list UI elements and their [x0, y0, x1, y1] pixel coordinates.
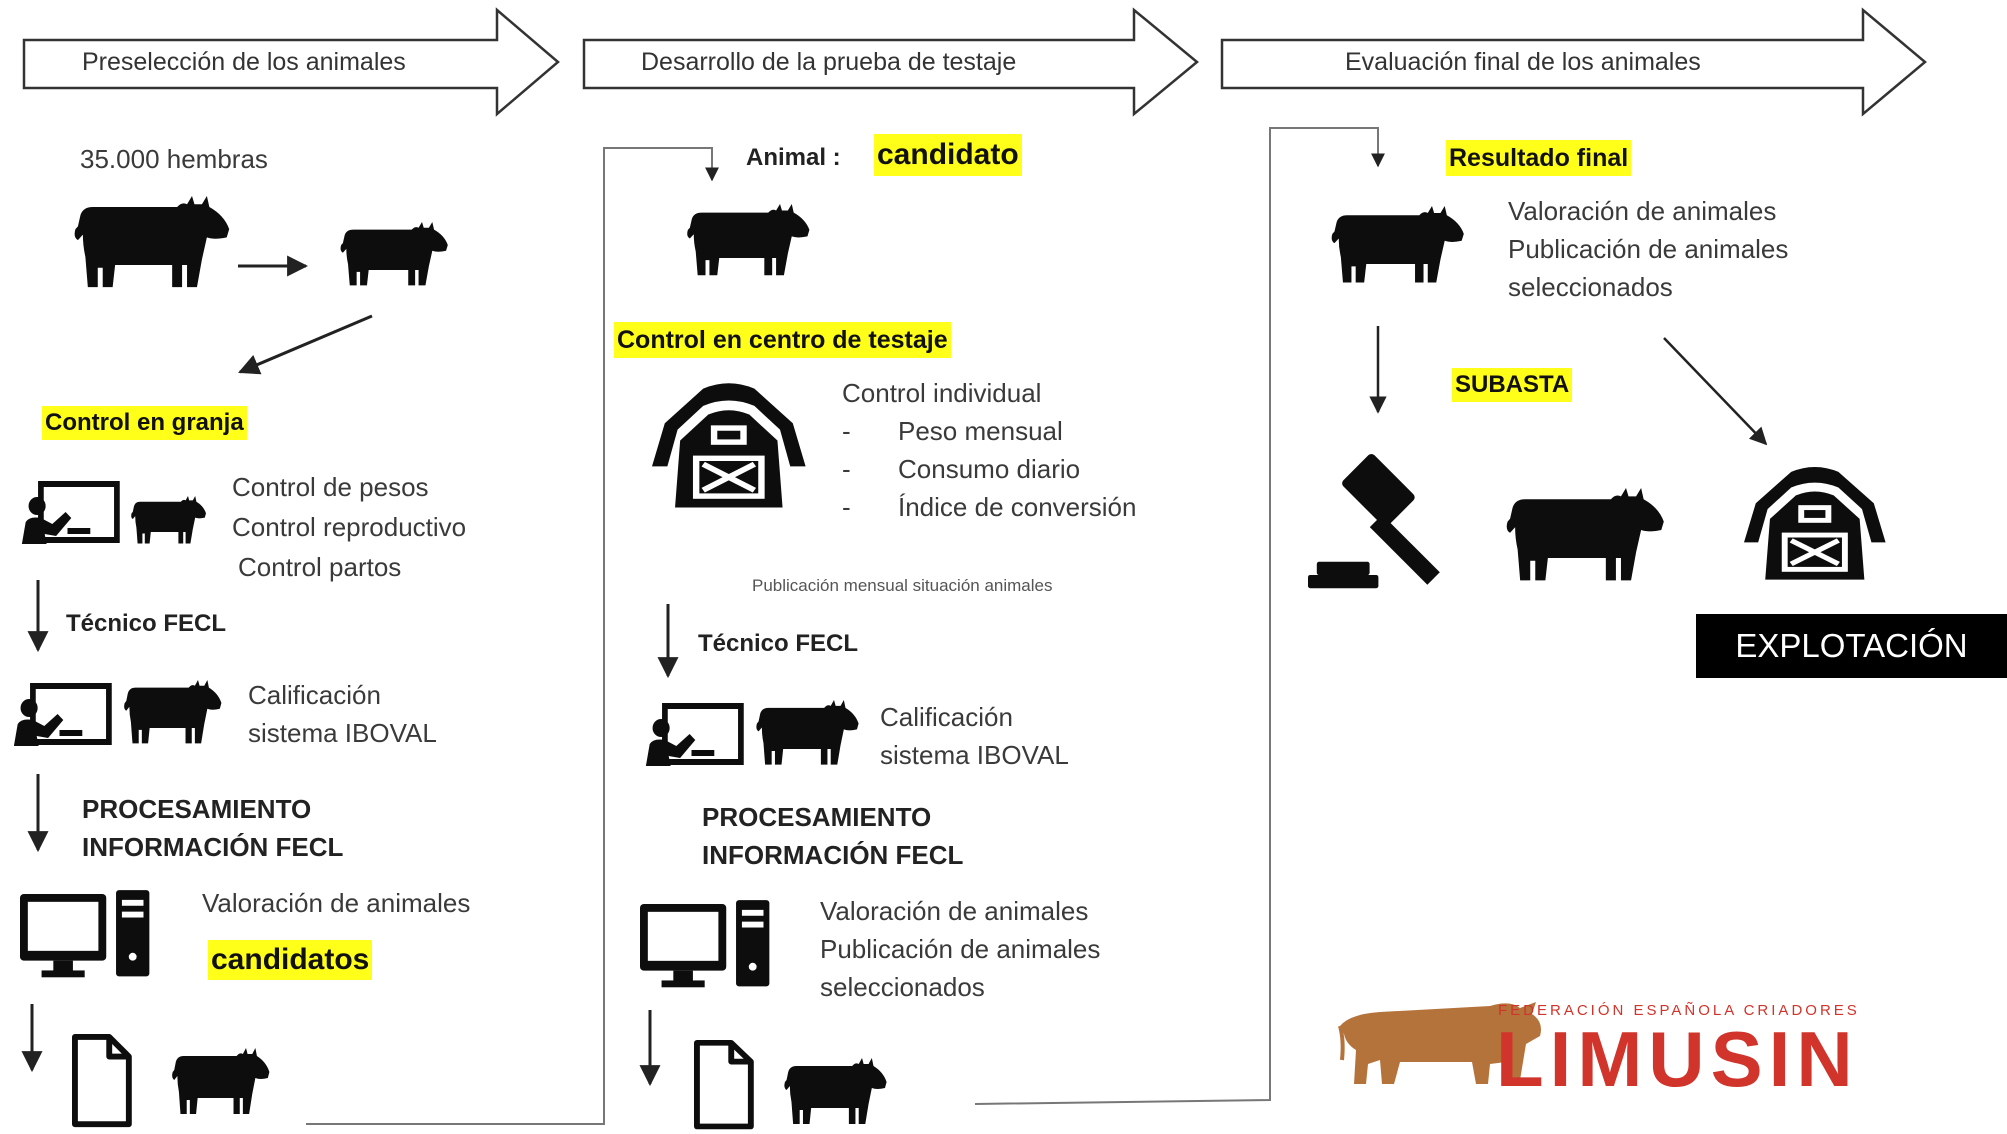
control-farm-label: Control en granja: [42, 406, 247, 440]
logo-subtitle: FEDERACIÓN ESPAÑOLA CRIADORES: [1498, 1002, 1860, 1019]
arrow: [238, 314, 373, 375]
teacher-icon: [14, 686, 109, 746]
computer-icon: [640, 900, 770, 988]
header-preselection: Preselección de los animales: [82, 48, 406, 76]
document-icon: [75, 1037, 129, 1124]
farm-control-reproductive: Control reproductivo: [232, 512, 467, 542]
dash: -: [842, 492, 851, 522]
technician-label: Técnico FECL: [66, 610, 227, 637]
header-final-evaluation: Evaluación final de los animales: [1345, 48, 1701, 76]
cow-icon: [1506, 488, 1664, 581]
document-icon: [697, 1043, 751, 1127]
logo-name: LIMUSIN: [1496, 1015, 1859, 1103]
processing-info-label: INFORMACIÓN FECL: [82, 832, 344, 862]
qualification-label: Calificación: [248, 680, 381, 710]
farm-control-weights: Control de pesos: [232, 472, 429, 502]
processing-info-label: INFORMACIÓN FECL: [702, 840, 964, 870]
gavel-icon: [1308, 452, 1440, 589]
valuation-label: Valoración de animales: [820, 896, 1089, 926]
candidate-label: candidato: [874, 134, 1022, 176]
valuation-label: Valoración de animales: [1508, 196, 1777, 226]
individual-control-label: Control individual: [842, 378, 1042, 408]
selected-label: seleccionados: [820, 972, 985, 1002]
barn-icon: [1744, 467, 1886, 580]
header-arrow-2: [582, 7, 1199, 117]
item-daily-consumption: Consumo diario: [898, 454, 1081, 484]
candidates-label: candidatos: [208, 940, 373, 980]
cow-icon: [687, 204, 810, 276]
animal-label: Animal :: [746, 144, 841, 171]
cow-icon: [74, 196, 230, 288]
iboval-label: sistema IBOVAL: [248, 718, 437, 748]
cow-icon: [1331, 206, 1464, 283]
cow-icon: [756, 700, 859, 765]
connector-col2-col3: [974, 127, 1385, 1105]
processing-label: PROCESAMIENTO: [82, 794, 312, 824]
farm-control-births: Control partos: [238, 552, 402, 582]
control-center-label: Control en centro de testaje: [614, 322, 951, 358]
processing-label: PROCESAMIENTO: [702, 802, 932, 832]
header-testing: Desarrollo de la prueba de testaje: [641, 48, 1017, 76]
publication-label: Publicación de animales: [820, 934, 1101, 964]
selected-label: seleccionados: [1508, 272, 1673, 302]
header-arrow-3: [1220, 7, 1927, 117]
cow-icon: [124, 680, 222, 744]
item-monthly-weight: Peso mensual: [898, 416, 1063, 446]
teacher-icon: [646, 706, 741, 766]
farm-label: EXPLOTACIÓN: [1696, 614, 2007, 678]
bull-logo-icon: [1338, 1002, 1541, 1084]
arrow: [1663, 337, 1768, 446]
iboval-label: sistema IBOVAL: [880, 740, 1069, 770]
monthly-publication-label: Publicación mensual situación animales: [752, 576, 1053, 595]
dash: -: [842, 416, 851, 446]
cow-icon: [784, 1058, 887, 1124]
dash: -: [842, 454, 851, 484]
cow-icon: [340, 222, 448, 286]
final-result-label: Resultado final: [1446, 140, 1632, 176]
qualification-label: Calificación: [880, 702, 1013, 732]
auction-label: SUBASTA: [1452, 368, 1573, 402]
technician-label: Técnico FECL: [698, 630, 859, 657]
publication-label: Publicación de animales: [1508, 234, 1789, 264]
computer-icon: [20, 890, 150, 978]
header-arrow-1: [22, 7, 560, 117]
teacher-icon: [22, 484, 117, 544]
item-conversion-index: Índice de conversión: [898, 492, 1137, 522]
cow-icon: [172, 1048, 270, 1114]
valuation-label: Valoración de animales: [202, 888, 471, 918]
connector-col1-col2: [306, 147, 719, 1125]
barn-icon: [652, 383, 806, 507]
females-count: 35.000 hembras: [80, 144, 268, 174]
cow-icon: [131, 496, 206, 544]
